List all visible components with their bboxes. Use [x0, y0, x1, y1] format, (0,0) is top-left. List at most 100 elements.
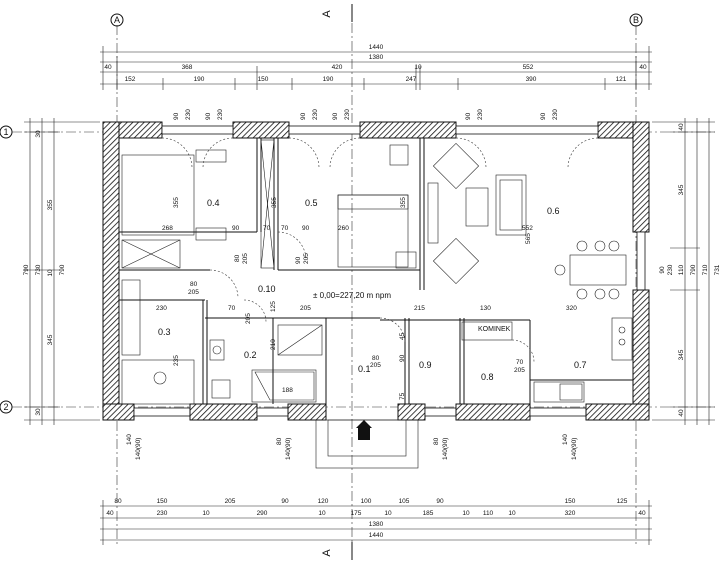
inner-dim: 90 [399, 354, 406, 362]
bottom-dim: 10 [384, 510, 392, 517]
axis-label-b: B [633, 15, 639, 25]
inner-dim: 70 [228, 305, 236, 312]
right-window-dim: 230 [667, 264, 674, 275]
inner-dim: 355 [173, 197, 180, 208]
opening-dim: 230 [217, 109, 224, 120]
inner-dim: 355 [400, 197, 407, 208]
top-row4-dim: 390 [526, 76, 537, 83]
top-inner-dim: 1380 [369, 54, 384, 61]
section-label-top: A [321, 10, 333, 18]
inner-dim: 230 [156, 305, 167, 312]
axis-label-2: 2 [3, 402, 8, 412]
stair-note: 188 [282, 387, 293, 394]
opening-dim: 230 [312, 109, 319, 120]
window-note: 140(90) [442, 438, 449, 460]
axis-bubble-2: 2 [0, 400, 13, 414]
inner-dimensions: 268 90 70 70 90 260 552 565 355 355 355 … [156, 197, 577, 400]
right-dim: 345 [678, 349, 685, 360]
room-label-0-3: 0.3 [158, 327, 171, 337]
right-dim: 345 [678, 184, 685, 195]
bottom-dim: 40 [638, 510, 646, 517]
bottom-inner-dim: 1380 [369, 521, 384, 528]
right-dim: 110 [678, 264, 685, 275]
inner-dim: 90 [232, 225, 240, 232]
inner-dim: 80 [234, 254, 241, 262]
right-dim: 790 [690, 264, 697, 275]
window-note: 140(90) [571, 438, 578, 460]
top-row4-dim: 152 [125, 76, 136, 83]
bottom-dim: 100 [361, 498, 372, 505]
top-opening-dims: 90 230 90 230 90 230 90 230 90 230 90 23… [173, 109, 559, 120]
bottom-overall-dim: 1440 [369, 532, 384, 539]
bottom-dim: 150 [565, 498, 576, 505]
inner-dim: 210 [270, 339, 277, 350]
bottom-dim: 80 [114, 498, 122, 505]
wardrobe-closet [260, 139, 275, 269]
window-note: 140(90) [285, 438, 292, 460]
room-label-0-5: 0.5 [305, 198, 318, 208]
opening-dim: 230 [344, 109, 351, 120]
inner-dim: 70 [263, 225, 271, 232]
window-note: 80 [433, 437, 440, 445]
kitchen-counter [461, 317, 633, 403]
left-dimension-lines [24, 118, 100, 425]
top-overall-dim: 1440 [369, 44, 384, 51]
bottom-window-notes: 140 140(90) 80 140(90) 80 140(90) 140 14… [126, 434, 578, 460]
section-marker-bottom: A [321, 542, 353, 560]
stair-area [277, 324, 323, 356]
left-dim: 355 [47, 199, 54, 210]
bottom-dim: 40 [106, 510, 114, 517]
bottom-dim: 10 [508, 510, 516, 517]
bottom-dim: 90 [281, 498, 289, 505]
inner-dim: 260 [338, 225, 349, 232]
room-label-0-8: 0.8 [481, 372, 494, 382]
window-note: 140 [562, 434, 569, 445]
room-label-0-1: 0.1 [358, 364, 371, 374]
bottom-dims-row2: 40 230 10 290 10 175 10 185 10 110 10 32… [106, 510, 646, 517]
inner-dim: 205 [370, 362, 381, 369]
axis-bubble-b: B [629, 13, 643, 27]
bottom-dim: 230 [157, 510, 168, 517]
top-row3-dim: 40 [104, 64, 112, 71]
inner-dim: 90 [302, 225, 310, 232]
room-label-0-2: 0.2 [244, 350, 257, 360]
bottom-dimension-lines [100, 500, 652, 545]
inner-dim: 45 [399, 332, 406, 340]
opening-dim: 230 [185, 109, 192, 120]
top-row4-dim: 150 [258, 76, 269, 83]
right-window-dim: 90 [659, 266, 666, 274]
bottom-dims-row1: 80 150 205 90 120 100 105 90 150 125 [114, 498, 627, 505]
inner-dim: 205 [514, 367, 525, 374]
opening-dim: 90 [332, 112, 339, 120]
axis-label-1: 1 [3, 127, 8, 137]
inner-dim: 125 [270, 301, 277, 312]
left-dim: 345 [47, 334, 54, 345]
bedroom-left-furniture [121, 149, 227, 269]
left-dim: 790 [23, 264, 30, 275]
inner-dim: 235 [173, 355, 180, 366]
left-dim: 730 [35, 264, 42, 275]
bedroom-mid-furniture [337, 144, 417, 269]
bottom-dim: 320 [565, 510, 576, 517]
right-dim: 731 [714, 264, 721, 275]
inner-dim: 205 [300, 305, 311, 312]
bottom-dim: 90 [436, 498, 444, 505]
room-label-0-4: 0.4 [207, 198, 220, 208]
opening-dim: 230 [552, 109, 559, 120]
door-swings [161, 137, 599, 363]
room-label-0-6: 0.6 [547, 206, 560, 216]
inner-dim: 268 [162, 225, 173, 232]
opening-dim: 90 [173, 112, 180, 120]
top-row3-dim: 420 [332, 64, 343, 71]
axis-bubble-a: A [110, 13, 124, 27]
inner-dim: 552 [522, 225, 533, 232]
opening-dim: 90 [465, 112, 472, 120]
top-row4-dim: 190 [194, 76, 205, 83]
entrance-steps [315, 419, 419, 469]
left-dim: 30 [35, 408, 42, 416]
axis-bubble-1: 1 [0, 125, 13, 139]
inner-dim: 70 [516, 359, 524, 366]
dining-table [554, 240, 627, 300]
inner-dim: 130 [480, 305, 491, 312]
bottom-dim: 10 [318, 510, 326, 517]
